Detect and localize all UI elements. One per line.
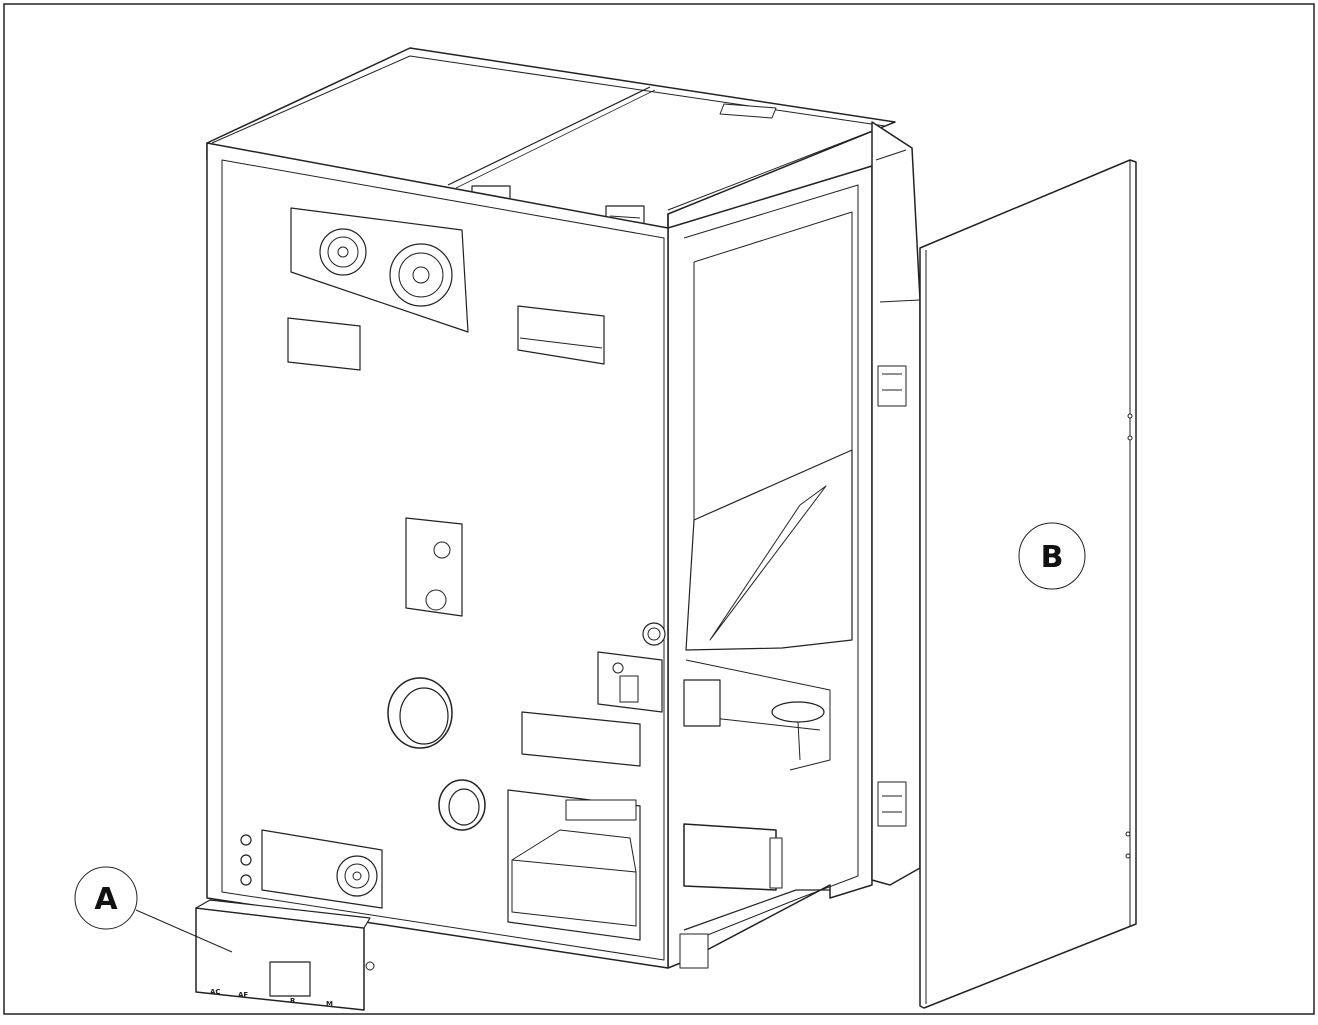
callout-a-letter: A (94, 882, 118, 917)
callout-b (1018, 522, 1086, 590)
box-label-ac: AC (210, 988, 221, 996)
side-frame (667, 165, 873, 969)
figure-border (3, 3, 1315, 1015)
connection-box-a (195, 899, 375, 1011)
box-label-r: R (290, 997, 296, 1005)
box-a-labels: AC AF R M (210, 988, 333, 1008)
box-label-m: M (326, 1000, 333, 1008)
door-frame (871, 121, 921, 886)
callout-a (74, 866, 233, 953)
side-panel-b (919, 159, 1137, 1009)
back-panel (206, 142, 669, 969)
box-label-af: AF (238, 991, 248, 999)
callout-b-letter: B (1041, 540, 1064, 575)
